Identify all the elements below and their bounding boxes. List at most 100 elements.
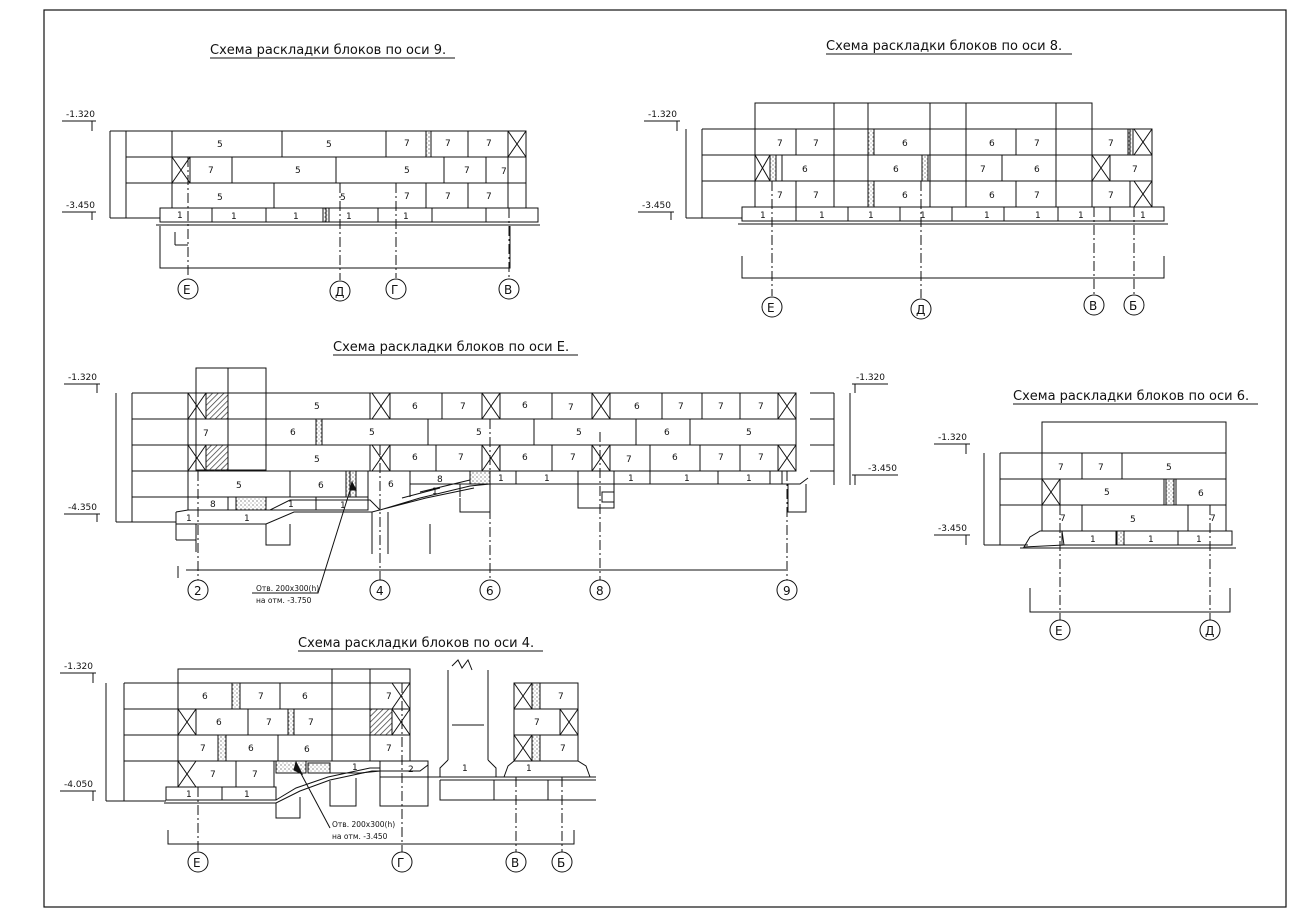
axis-label: Е xyxy=(183,283,191,297)
svg-text:7: 7 xyxy=(460,402,466,412)
svg-text:7: 7 xyxy=(464,166,470,176)
diagram-title: Схема раскладки блоков по оси 4. xyxy=(298,636,534,651)
svg-text:6: 6 xyxy=(989,191,995,201)
diagram-axis-e: Схема раскладки блоков по оси Е. -1.320 … xyxy=(64,340,898,601)
svg-text:1: 1 xyxy=(403,212,409,222)
svg-text:5: 5 xyxy=(295,166,301,176)
svg-text:7: 7 xyxy=(1034,139,1040,149)
svg-text:7: 7 xyxy=(570,453,576,463)
axis-label: Б xyxy=(1129,299,1137,313)
opening-note: на отм. -3.750 xyxy=(256,596,312,605)
svg-text:1: 1 xyxy=(526,764,532,774)
svg-text:6: 6 xyxy=(388,480,394,490)
svg-text:7: 7 xyxy=(813,191,819,201)
svg-text:5: 5 xyxy=(746,428,752,438)
svg-text:1: 1 xyxy=(231,212,237,222)
svg-text:6: 6 xyxy=(302,692,308,702)
diagram-axis-8: Схема раскладки блоков по оси 8. -1.320 … xyxy=(638,39,1168,320)
svg-text:5: 5 xyxy=(369,428,375,438)
svg-text:1: 1 xyxy=(462,764,468,774)
svg-text:6: 6 xyxy=(902,191,908,201)
svg-text:7: 7 xyxy=(1098,463,1104,473)
svg-text:1: 1 xyxy=(868,211,874,221)
svg-text:7: 7 xyxy=(404,139,410,149)
svg-text:1: 1 xyxy=(628,474,634,484)
svg-text:6: 6 xyxy=(1198,489,1204,499)
svg-text:6: 6 xyxy=(634,402,640,412)
svg-text:7: 7 xyxy=(203,429,209,439)
svg-text:7: 7 xyxy=(445,192,451,202)
svg-text:1: 1 xyxy=(288,500,294,510)
svg-text:1: 1 xyxy=(244,790,250,800)
diagram-title: Схема раскладки блоков по оси Е. xyxy=(333,340,569,355)
svg-text:7: 7 xyxy=(386,744,392,754)
svg-text:7: 7 xyxy=(208,166,214,176)
svg-text:6: 6 xyxy=(1034,165,1040,175)
axis-label: Д xyxy=(916,303,925,317)
level-mark: -1.320 xyxy=(68,373,97,383)
diagram-title: Схема раскладки блоков по оси 8. xyxy=(826,39,1062,54)
axis-label: 2 xyxy=(194,584,202,598)
svg-text:7: 7 xyxy=(1108,139,1114,149)
svg-text:6: 6 xyxy=(248,744,254,754)
axis-label: Г xyxy=(397,856,404,870)
svg-text:7: 7 xyxy=(445,139,451,149)
svg-text:7: 7 xyxy=(758,453,764,463)
axis-label: Г xyxy=(391,283,398,297)
level-mark: -1.320 xyxy=(64,662,93,672)
level-mark: -4.350 xyxy=(68,503,97,513)
diagram-title: Схема раскладки блоков по оси 6. xyxy=(1013,389,1249,404)
axis-label: Д xyxy=(1205,624,1214,638)
svg-text:6: 6 xyxy=(672,453,678,463)
diagram-axis-6: Схема раскладки блоков по оси 6. -1.320 … xyxy=(934,389,1258,641)
svg-text:7: 7 xyxy=(1058,463,1064,473)
svg-text:7: 7 xyxy=(813,139,819,149)
axis-label: Е xyxy=(767,301,775,315)
svg-text:1: 1 xyxy=(544,474,550,484)
svg-text:7: 7 xyxy=(1108,191,1114,201)
svg-text:1: 1 xyxy=(293,212,299,222)
svg-text:7: 7 xyxy=(558,692,564,702)
svg-text:1: 1 xyxy=(346,212,352,222)
level-mark: -3.450 xyxy=(66,201,95,211)
svg-text:5: 5 xyxy=(476,428,482,438)
svg-text:7: 7 xyxy=(1034,191,1040,201)
svg-text:6: 6 xyxy=(989,139,995,149)
svg-text:1: 1 xyxy=(760,211,766,221)
svg-text:8: 8 xyxy=(437,475,443,485)
axis-label: В xyxy=(504,283,512,297)
svg-text:5: 5 xyxy=(340,193,346,203)
level-mark: -1.320 xyxy=(856,373,885,383)
svg-text:6: 6 xyxy=(902,139,908,149)
svg-text:1: 1 xyxy=(244,514,250,524)
svg-text:7: 7 xyxy=(308,718,314,728)
svg-text:6: 6 xyxy=(202,692,208,702)
svg-text:1: 1 xyxy=(432,487,438,497)
level-mark: -1.320 xyxy=(938,433,967,443)
svg-text:5: 5 xyxy=(1104,488,1110,498)
svg-text:1: 1 xyxy=(186,514,192,524)
axis-label: В xyxy=(511,856,519,870)
svg-text:7: 7 xyxy=(404,192,410,202)
axis-label: Б xyxy=(557,856,565,870)
svg-text:5: 5 xyxy=(314,455,320,465)
axis-label: 9 xyxy=(783,584,791,598)
svg-text:1: 1 xyxy=(1090,535,1096,545)
svg-text:5: 5 xyxy=(1166,463,1172,473)
svg-text:7: 7 xyxy=(210,770,216,780)
axis-label: Д xyxy=(335,285,344,299)
svg-text:1: 1 xyxy=(1140,211,1146,221)
svg-text:5: 5 xyxy=(576,428,582,438)
svg-text:7: 7 xyxy=(458,453,464,463)
svg-text:5: 5 xyxy=(404,166,410,176)
svg-text:6: 6 xyxy=(522,453,528,463)
axis-label: В xyxy=(1089,299,1097,313)
svg-text:6: 6 xyxy=(290,428,296,438)
svg-text:5: 5 xyxy=(217,140,223,150)
svg-text:5: 5 xyxy=(217,193,223,203)
